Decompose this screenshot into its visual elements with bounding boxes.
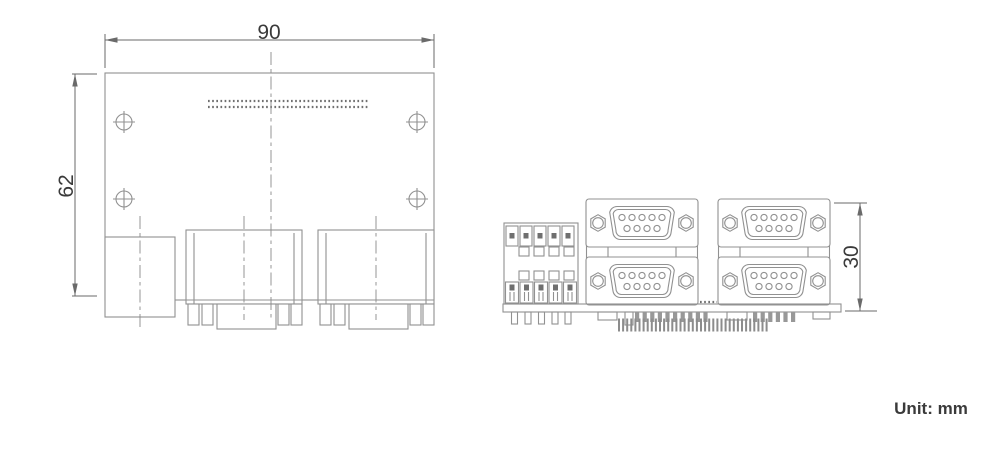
top-view: 90 62	[55, 21, 435, 330]
dimension-height: 62	[55, 73, 97, 297]
terminal-block	[503, 222, 579, 305]
db9-connector	[586, 257, 698, 305]
arrowhead-icon	[857, 298, 863, 311]
db9-connector	[718, 199, 830, 247]
unit-note: Unit: mm	[894, 399, 968, 418]
pcb-edge	[502, 303, 842, 313]
wire-slot	[563, 270, 575, 281]
dimension-label-height: 62	[55, 174, 78, 197]
arrowhead-icon	[421, 37, 434, 43]
db9-stack-right	[718, 199, 830, 305]
wire-slot	[548, 270, 560, 281]
wire-slot	[563, 246, 575, 257]
pin-header-holes	[208, 99, 368, 109]
mounting-tab	[812, 311, 831, 320]
wire-slot	[548, 246, 560, 257]
dimension-label-width: 90	[257, 21, 280, 44]
square-pin	[537, 311, 546, 325]
square-pin	[564, 311, 572, 325]
arrowhead-icon	[72, 74, 78, 87]
db9-connector	[718, 257, 830, 305]
square-pin	[510, 311, 519, 325]
square-pin	[551, 311, 559, 325]
db9-connector	[586, 199, 698, 247]
front-view: 30	[502, 199, 877, 332]
wire-slot	[518, 246, 530, 257]
square-pin	[524, 311, 532, 325]
mounting-tab	[624, 311, 634, 326]
wire-slot	[518, 270, 530, 281]
dimension-label-stack-height: 30	[840, 245, 863, 268]
solder-pins	[510, 311, 831, 332]
mounting-tab	[597, 311, 618, 321]
dimension-width: 90	[104, 21, 435, 68]
db9-stack-left	[586, 199, 698, 305]
arrowhead-icon	[857, 203, 863, 216]
centerlines	[139, 52, 377, 329]
arrowhead-icon	[105, 37, 118, 43]
dimension-stack-height: 30	[834, 202, 877, 312]
wire-slot	[533, 246, 545, 257]
wire-slot	[533, 270, 545, 281]
arrowhead-icon	[72, 283, 78, 296]
